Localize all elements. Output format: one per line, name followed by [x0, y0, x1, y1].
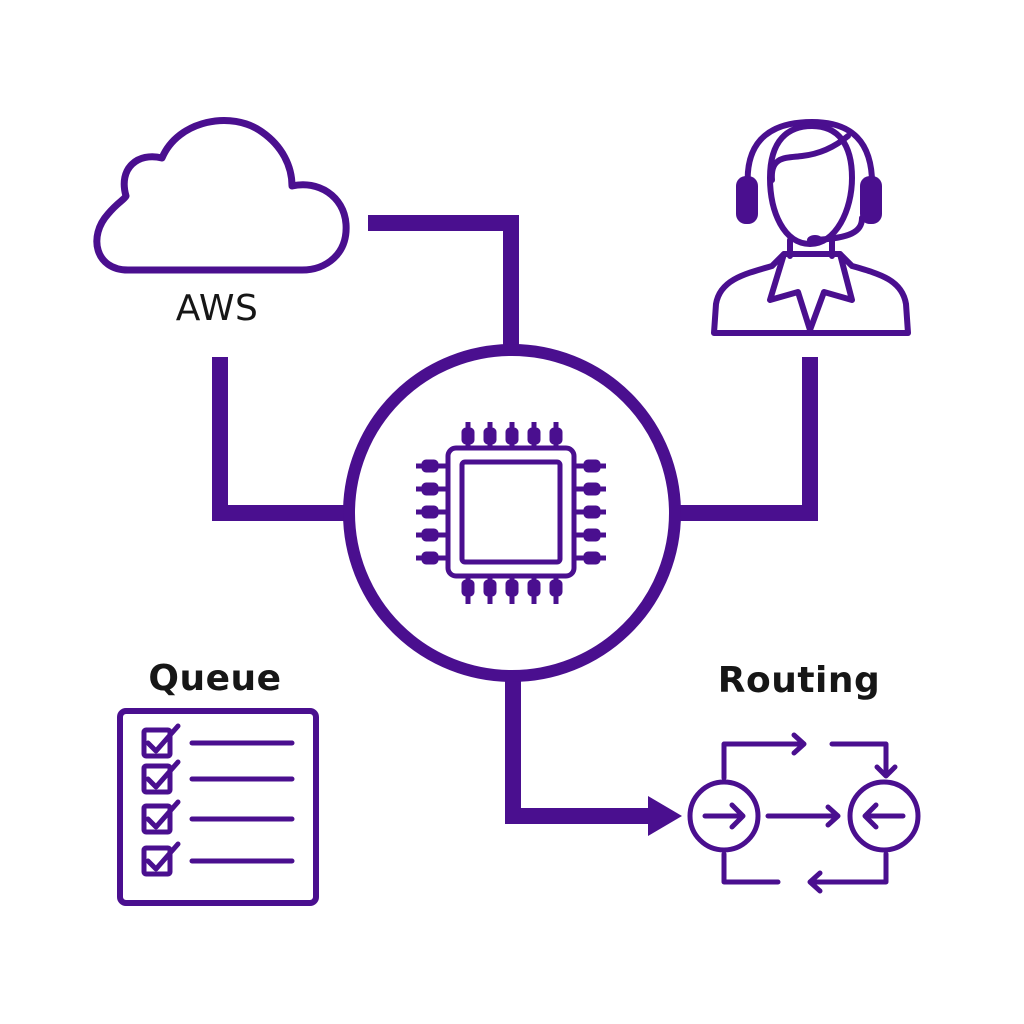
checklist-icon — [117, 708, 319, 906]
connectors — [212, 215, 818, 824]
headset-earcup-left — [736, 176, 758, 224]
cloud-icon — [93, 117, 350, 274]
connector-left-to-hub — [212, 357, 347, 521]
hub-circle — [343, 344, 681, 682]
cpu-chip-icon — [416, 422, 606, 604]
cloud-label: AWS — [176, 288, 259, 329]
connector-cloud-to-hub — [368, 215, 519, 348]
routing-label: Routing — [718, 660, 881, 701]
headset-earcup-right — [860, 176, 882, 224]
routing-arrows-icon — [687, 732, 921, 894]
connector-arrowhead — [648, 796, 682, 836]
headset-agent-icon — [711, 119, 911, 336]
connector-agent-to-hub — [677, 357, 818, 521]
headset-mic — [807, 235, 823, 245]
queue-label: Queue — [148, 658, 281, 699]
connector-hub-to-routing — [505, 678, 652, 824]
